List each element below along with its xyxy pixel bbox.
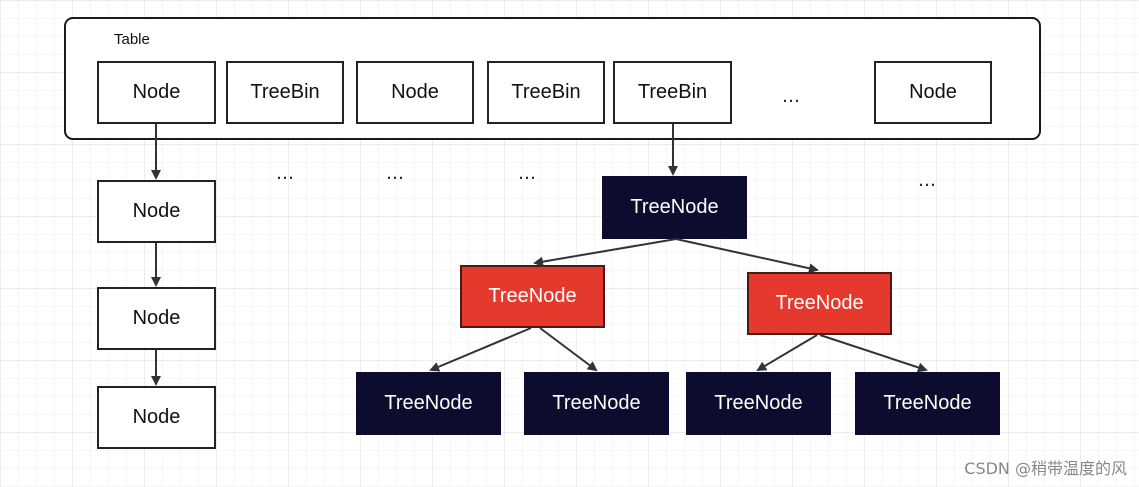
tree-leaf-node-3: TreeNode: [686, 372, 831, 435]
watermark: CSDN @稍带温度的风: [964, 459, 1127, 478]
bucket-ellipsis-4: …: [918, 170, 938, 191]
arrow-left-to-leaf-1: [429, 327, 532, 372]
table-slot-node-1: Node: [97, 61, 216, 124]
table-slot-node-2: Node: [356, 61, 474, 124]
tree-root-node: TreeNode: [602, 176, 747, 239]
table-ellipsis: …: [782, 86, 802, 107]
chain-node-1: Node: [97, 180, 216, 243]
tree-right-red-node: TreeNode: [747, 272, 892, 335]
bucket-ellipsis-3: …: [518, 163, 538, 184]
table-slot-node-3: Node: [874, 61, 992, 124]
table-slot-treebin-2: TreeBin: [487, 61, 605, 124]
bucket-ellipsis-2: …: [386, 163, 406, 184]
chain-node-3: Node: [97, 386, 216, 449]
table-slot-treebin-1: TreeBin: [226, 61, 344, 124]
arrow-right-to-leaf-3: [756, 334, 818, 372]
table-slot-treebin-3: TreeBin: [613, 61, 732, 124]
arrow-root-to-left: [533, 238, 677, 267]
arrow-right-to-leaf-4: [819, 334, 928, 373]
arrow-root-to-right: [675, 238, 819, 274]
bucket-ellipsis-1: …: [276, 163, 296, 184]
tree-left-red-node: TreeNode: [460, 265, 605, 328]
tree-leaf-node-1: TreeNode: [356, 372, 501, 435]
tree-leaf-node-2: TreeNode: [524, 372, 669, 435]
table-label: Table: [114, 31, 150, 48]
arrow-left-to-leaf-2: [539, 327, 598, 372]
chain-node-2: Node: [97, 287, 216, 350]
tree-leaf-node-4: TreeNode: [855, 372, 1000, 435]
